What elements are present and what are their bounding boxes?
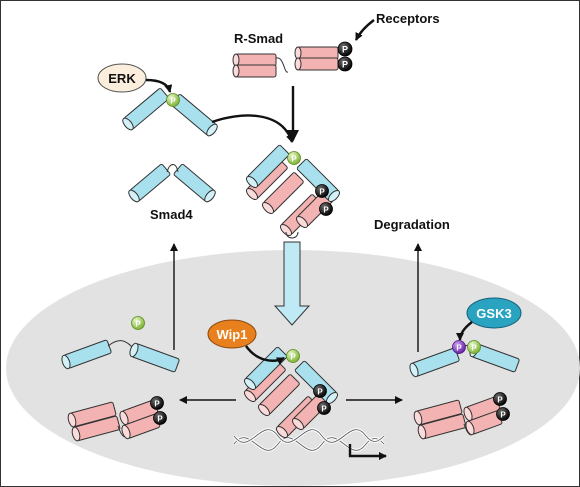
phosphate-icon: P xyxy=(493,392,507,406)
receptors-label: Receptors xyxy=(376,11,440,26)
phosphate-icon: P xyxy=(496,407,510,421)
wip1-arrow xyxy=(245,345,285,365)
svg-text:GSK3: GSK3 xyxy=(476,306,511,321)
phosphate-icon: P xyxy=(467,340,481,354)
phosphate-icon: P xyxy=(131,316,145,330)
gsk3-bubble: GSK3 xyxy=(466,297,522,329)
svg-text:Wip1: Wip1 xyxy=(217,327,248,342)
svg-text:P: P xyxy=(319,188,325,197)
svg-text:P: P xyxy=(321,405,327,414)
receptor-arrow xyxy=(354,19,375,41)
phosphate-icon: P xyxy=(286,349,300,363)
r-smad-dimer xyxy=(232,46,339,78)
phosphate-icon: P xyxy=(337,41,353,57)
svg-text:P: P xyxy=(471,344,477,353)
phosphate-icon: P xyxy=(287,151,301,165)
svg-text:P: P xyxy=(342,45,348,55)
r-smad-dimer-right xyxy=(413,396,503,440)
gsk3-arrow xyxy=(456,321,473,341)
svg-text:ERK: ERK xyxy=(108,71,136,86)
svg-text:P: P xyxy=(154,400,160,409)
smad4-label: Smad4 xyxy=(150,207,193,222)
phosphate-icon: P xyxy=(452,340,466,354)
smad4-free xyxy=(61,339,180,373)
phosphate-icon: P xyxy=(166,93,180,107)
dna-strand xyxy=(232,428,386,452)
phosphate-icon: P xyxy=(337,56,353,72)
svg-text:P: P xyxy=(342,60,348,70)
smad4 xyxy=(128,163,216,203)
svg-text:P: P xyxy=(456,344,462,353)
svg-text:P: P xyxy=(157,415,163,424)
svg-text:P: P xyxy=(323,206,329,215)
svg-text:P: P xyxy=(317,388,323,397)
wip1-bubble: Wip1 xyxy=(207,319,257,349)
svg-text:P: P xyxy=(170,97,176,106)
phosphate-icon: P xyxy=(319,202,333,216)
svg-text:P: P xyxy=(290,353,296,362)
phosphate-icon: P xyxy=(315,184,329,198)
phosphate-icon: P xyxy=(150,396,164,410)
phosphate-icon: P xyxy=(317,401,331,415)
r-smad-label: R-Smad xyxy=(234,31,283,46)
svg-text:P: P xyxy=(291,155,297,164)
erk-arrow xyxy=(145,78,173,93)
translocation-arrow xyxy=(211,114,294,143)
svg-text:P: P xyxy=(497,396,503,405)
svg-text:P: P xyxy=(135,320,141,329)
degradation-label: Degradation xyxy=(374,217,450,232)
phosphate-icon: P xyxy=(153,411,167,425)
phosphate-icon: P xyxy=(313,384,327,398)
erk-bubble: ERK xyxy=(97,63,147,93)
transcription-start-arrow xyxy=(348,444,387,460)
nuclear-import-arrow xyxy=(273,241,311,326)
r-smad-dimer-nuclear xyxy=(67,399,161,442)
svg-text:P: P xyxy=(500,411,506,420)
